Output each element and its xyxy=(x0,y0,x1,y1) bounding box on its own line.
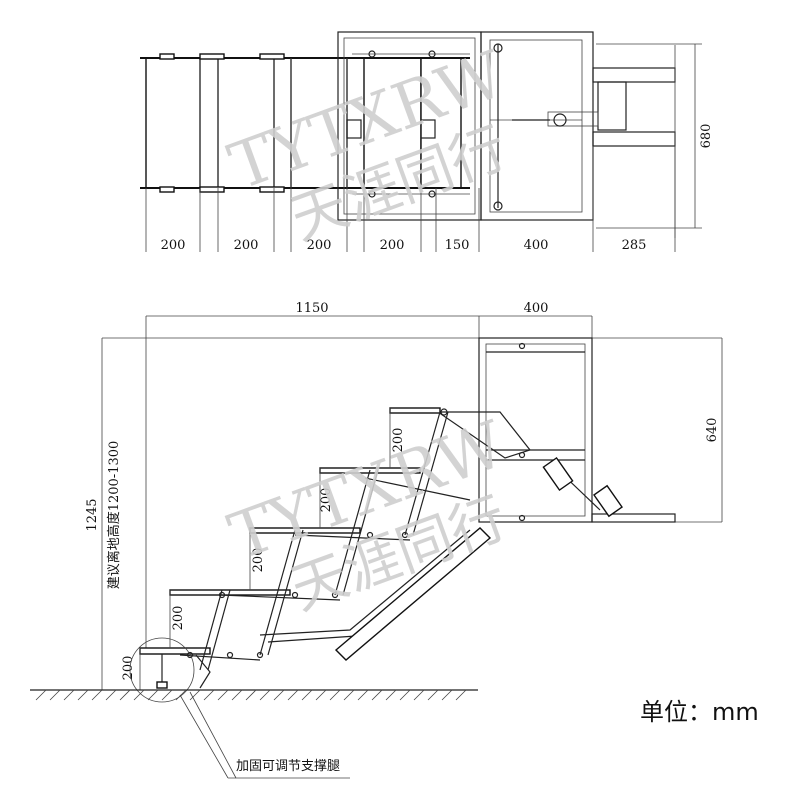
ground-line xyxy=(30,689,478,701)
side-view: 1150 400 1245 建议离地高度1200-1300 640 xyxy=(30,301,723,779)
side-rise-1: 200 xyxy=(391,428,406,453)
side-rise-5: 200 xyxy=(121,656,136,681)
side-support-leg xyxy=(129,637,211,703)
top-dim-200-d: 200 xyxy=(380,238,405,253)
side-rise-4: 200 xyxy=(171,606,186,631)
side-hatch-panel xyxy=(334,527,492,661)
side-scissor-linkage xyxy=(179,411,479,671)
top-dim-150: 150 xyxy=(445,238,470,253)
side-rise-3: 200 xyxy=(251,548,266,573)
top-motor xyxy=(597,81,627,131)
top-dim-200-c: 200 xyxy=(307,238,332,253)
top-dim-400: 400 xyxy=(524,238,549,253)
top-dim-680: 680 xyxy=(699,124,714,149)
watermark: TYTXRW 天涯同行 TYTXRW 天涯同行 xyxy=(220,38,515,623)
top-dim-200-b: 200 xyxy=(234,238,259,253)
side-height-note: 建议离地高度1200-1300 xyxy=(106,441,122,590)
side-dim-1150: 1150 xyxy=(295,301,328,316)
top-dim-285: 285 xyxy=(622,238,647,253)
callout-label: 加固可调节支撑腿 xyxy=(236,759,340,774)
top-tread-2 xyxy=(217,57,275,189)
top-view: 200 200 200 200 150 400 285 680 xyxy=(140,31,714,253)
side-rise-2: 200 xyxy=(319,488,334,513)
side-dim-1245: 1245 xyxy=(85,498,100,531)
side-actuator xyxy=(542,456,623,518)
callout-leader: 加固可调节支撑腿 xyxy=(179,691,350,779)
side-dim-640: 640 xyxy=(705,418,720,443)
side-dim-400: 400 xyxy=(524,301,549,316)
top-dim-200-a: 200 xyxy=(161,238,186,253)
side-box-frame xyxy=(478,337,593,523)
top-tread-1 xyxy=(145,57,201,189)
unit-label: 单位：mm xyxy=(640,698,759,726)
